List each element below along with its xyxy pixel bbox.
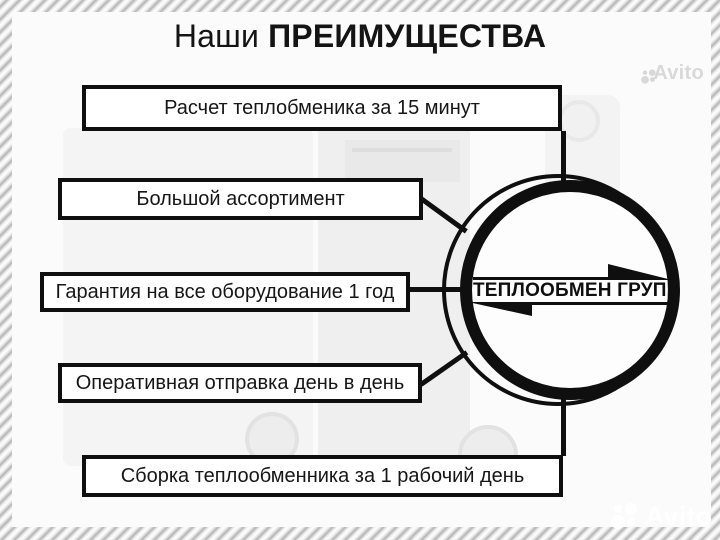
arrow-left-icon — [468, 302, 532, 316]
company-name: ТЕПЛООБМЕН ГРУПП — [473, 280, 681, 301]
advantage-box-4: Оперативная отправка день в день — [58, 363, 422, 403]
logo-bottom-rule — [507, 302, 672, 305]
advantage-label: Оперативная отправка день в день — [75, 371, 405, 394]
logo-circle: ТЕПЛООБМЕН ГРУПП — [460, 180, 680, 400]
company-logo: ТЕПЛООБМЕН ГРУПП — [468, 263, 681, 317]
title-normal: Наши — [173, 18, 260, 54]
advantage-box-3: Гарантия на все оборудование 1 год — [40, 272, 410, 312]
title-bold: ПРЕИМУЩЕСТВА — [268, 18, 547, 54]
avito-watermark-text: Avito — [645, 501, 712, 531]
advantage-box-1: Расчет теплобменика за 15 минут — [82, 85, 562, 131]
advantage-label: Большой ассортимент — [136, 187, 345, 210]
arrow-right-icon — [608, 264, 672, 280]
advantage-label: Гарантия на все оборудование 1 год — [55, 280, 395, 303]
avito-logo-icon — [611, 502, 641, 531]
avito-watermark-top: Avito — [634, 62, 704, 85]
logo-arrow-right — [473, 263, 672, 280]
advantage-box-5: Сборка теплообменника за 1 рабочий день — [82, 455, 563, 497]
logo-arrow-left — [468, 302, 672, 317]
avito-logo-icon — [641, 69, 656, 84]
avito-watermark-bottom: Avito — [611, 501, 712, 532]
advantage-label: Сборка теплообменника за 1 рабочий день — [120, 464, 525, 487]
avito-watermark-text: Avito — [653, 62, 704, 84]
advantage-box-2: Большой ассортимент — [58, 178, 423, 220]
connector-line-5 — [561, 398, 566, 456]
advantage-label: Расчет теплобменика за 15 минут — [164, 96, 480, 119]
logo-top-rule — [473, 277, 633, 280]
